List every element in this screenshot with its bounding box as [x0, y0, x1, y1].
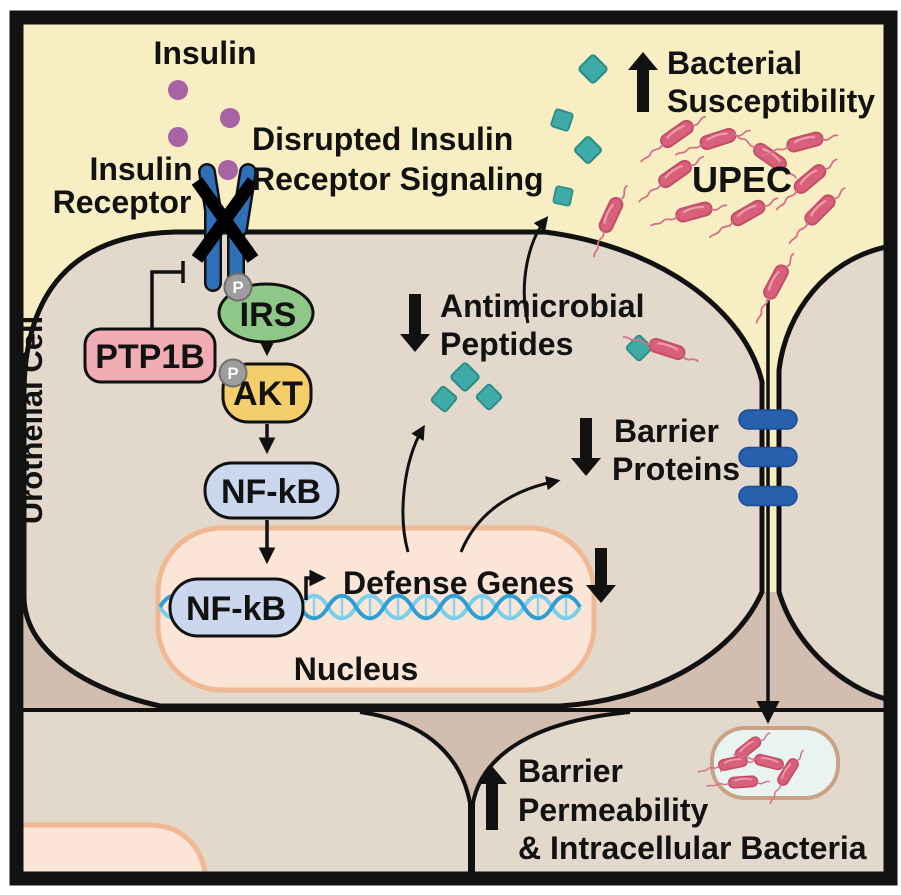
ptp1b-label: PTP1B — [95, 338, 205, 376]
insulin-receptor-label-line2: Receptor — [53, 184, 192, 220]
phosphate-label: P — [232, 278, 243, 297]
permeability-label-line1: Barrier — [518, 753, 623, 789]
lower-junction-membrane-left — [359, 710, 472, 872]
barrier-protein-bar — [738, 446, 798, 468]
ptp1b-node — [83, 327, 217, 384]
urothelial-cell-label: Urothelial Cell — [14, 316, 49, 524]
insulin-dot — [218, 160, 238, 180]
blocked-x-icon — [191, 177, 259, 263]
insulin-dot — [168, 127, 188, 147]
upec-label: UPEC — [692, 159, 792, 200]
antimicrobial-peptides-label-line2: Peptides — [440, 326, 573, 362]
lower-cell-nucleus — [23, 822, 208, 872]
arrow-amp-secretion — [522, 216, 549, 324]
bacteria-invasion-arrowhead — [756, 701, 780, 724]
decrease-arrow-barrier — [571, 418, 601, 476]
arrow-nucleus-to-barrier — [459, 476, 561, 553]
irs-label: IRS — [240, 296, 297, 334]
arrow-nucleus-to-amp — [401, 424, 425, 553]
insulin-receptor-label-line1: Insulin — [89, 151, 192, 187]
nucleus — [155, 525, 597, 693]
neighbor-cell-body — [776, 244, 884, 701]
nfkb-nuclear-node — [168, 577, 305, 638]
lower-junction-membrane-right — [471, 710, 631, 872]
insulin-dot — [168, 80, 188, 100]
barrier-protein-bars — [738, 409, 798, 507]
intracellular-vesicle — [695, 726, 840, 807]
nfkb-nuclear-label: NF-kB — [186, 590, 286, 628]
barrier-protein-bar — [738, 409, 798, 430]
phosphate-icon — [218, 358, 248, 388]
defense-genes-label: Defense Genes — [343, 565, 574, 601]
decrease-arrow-defense-genes — [586, 548, 616, 603]
bacterial-susceptibility-label-line1: Bacterial — [667, 45, 802, 81]
nfkb-label: NF-kB — [221, 473, 321, 511]
transcription-arrow — [304, 569, 327, 600]
barrier-proteins-label-line1: Barrier — [614, 413, 719, 449]
disrupted-signaling-label-line2: Receptor Signaling — [252, 161, 544, 197]
permeability-label-line2: Permeability — [518, 792, 709, 828]
increase-arrow-permeability — [477, 766, 507, 830]
barrier-proteins-label-line2: Proteins — [612, 451, 740, 487]
bacterial-susceptibility-label-line2: Susceptibility — [667, 83, 875, 119]
insulin-dot — [220, 108, 240, 128]
increase-arrow-susceptibility — [628, 52, 658, 112]
phosphate-label: P — [227, 364, 238, 383]
nfkb-node — [203, 461, 340, 520]
barrier-protein-bar — [738, 485, 798, 507]
intercellular-space-left — [24, 596, 160, 710]
akt-label: AKT — [233, 375, 303, 413]
decrease-arrow-amp — [400, 294, 430, 352]
permeability-label-line3: & Intracellular Bacteria — [518, 830, 867, 866]
antimicrobial-peptides-label-line1: Antimicrobial — [440, 288, 644, 324]
disrupted-signaling-label-line1: Disrupted Insulin — [252, 121, 513, 157]
phosphate-icon — [223, 272, 253, 302]
nucleus-label: Nucleus — [294, 651, 418, 687]
figure-border — [9, 10, 898, 886]
intercellular-space-right — [560, 592, 884, 710]
insulin-molecules — [168, 80, 240, 180]
amp-diamond-icon — [552, 185, 574, 207]
insulin-label: Insulin — [153, 35, 256, 71]
ptp1b-inhibition-line — [150, 270, 183, 329]
